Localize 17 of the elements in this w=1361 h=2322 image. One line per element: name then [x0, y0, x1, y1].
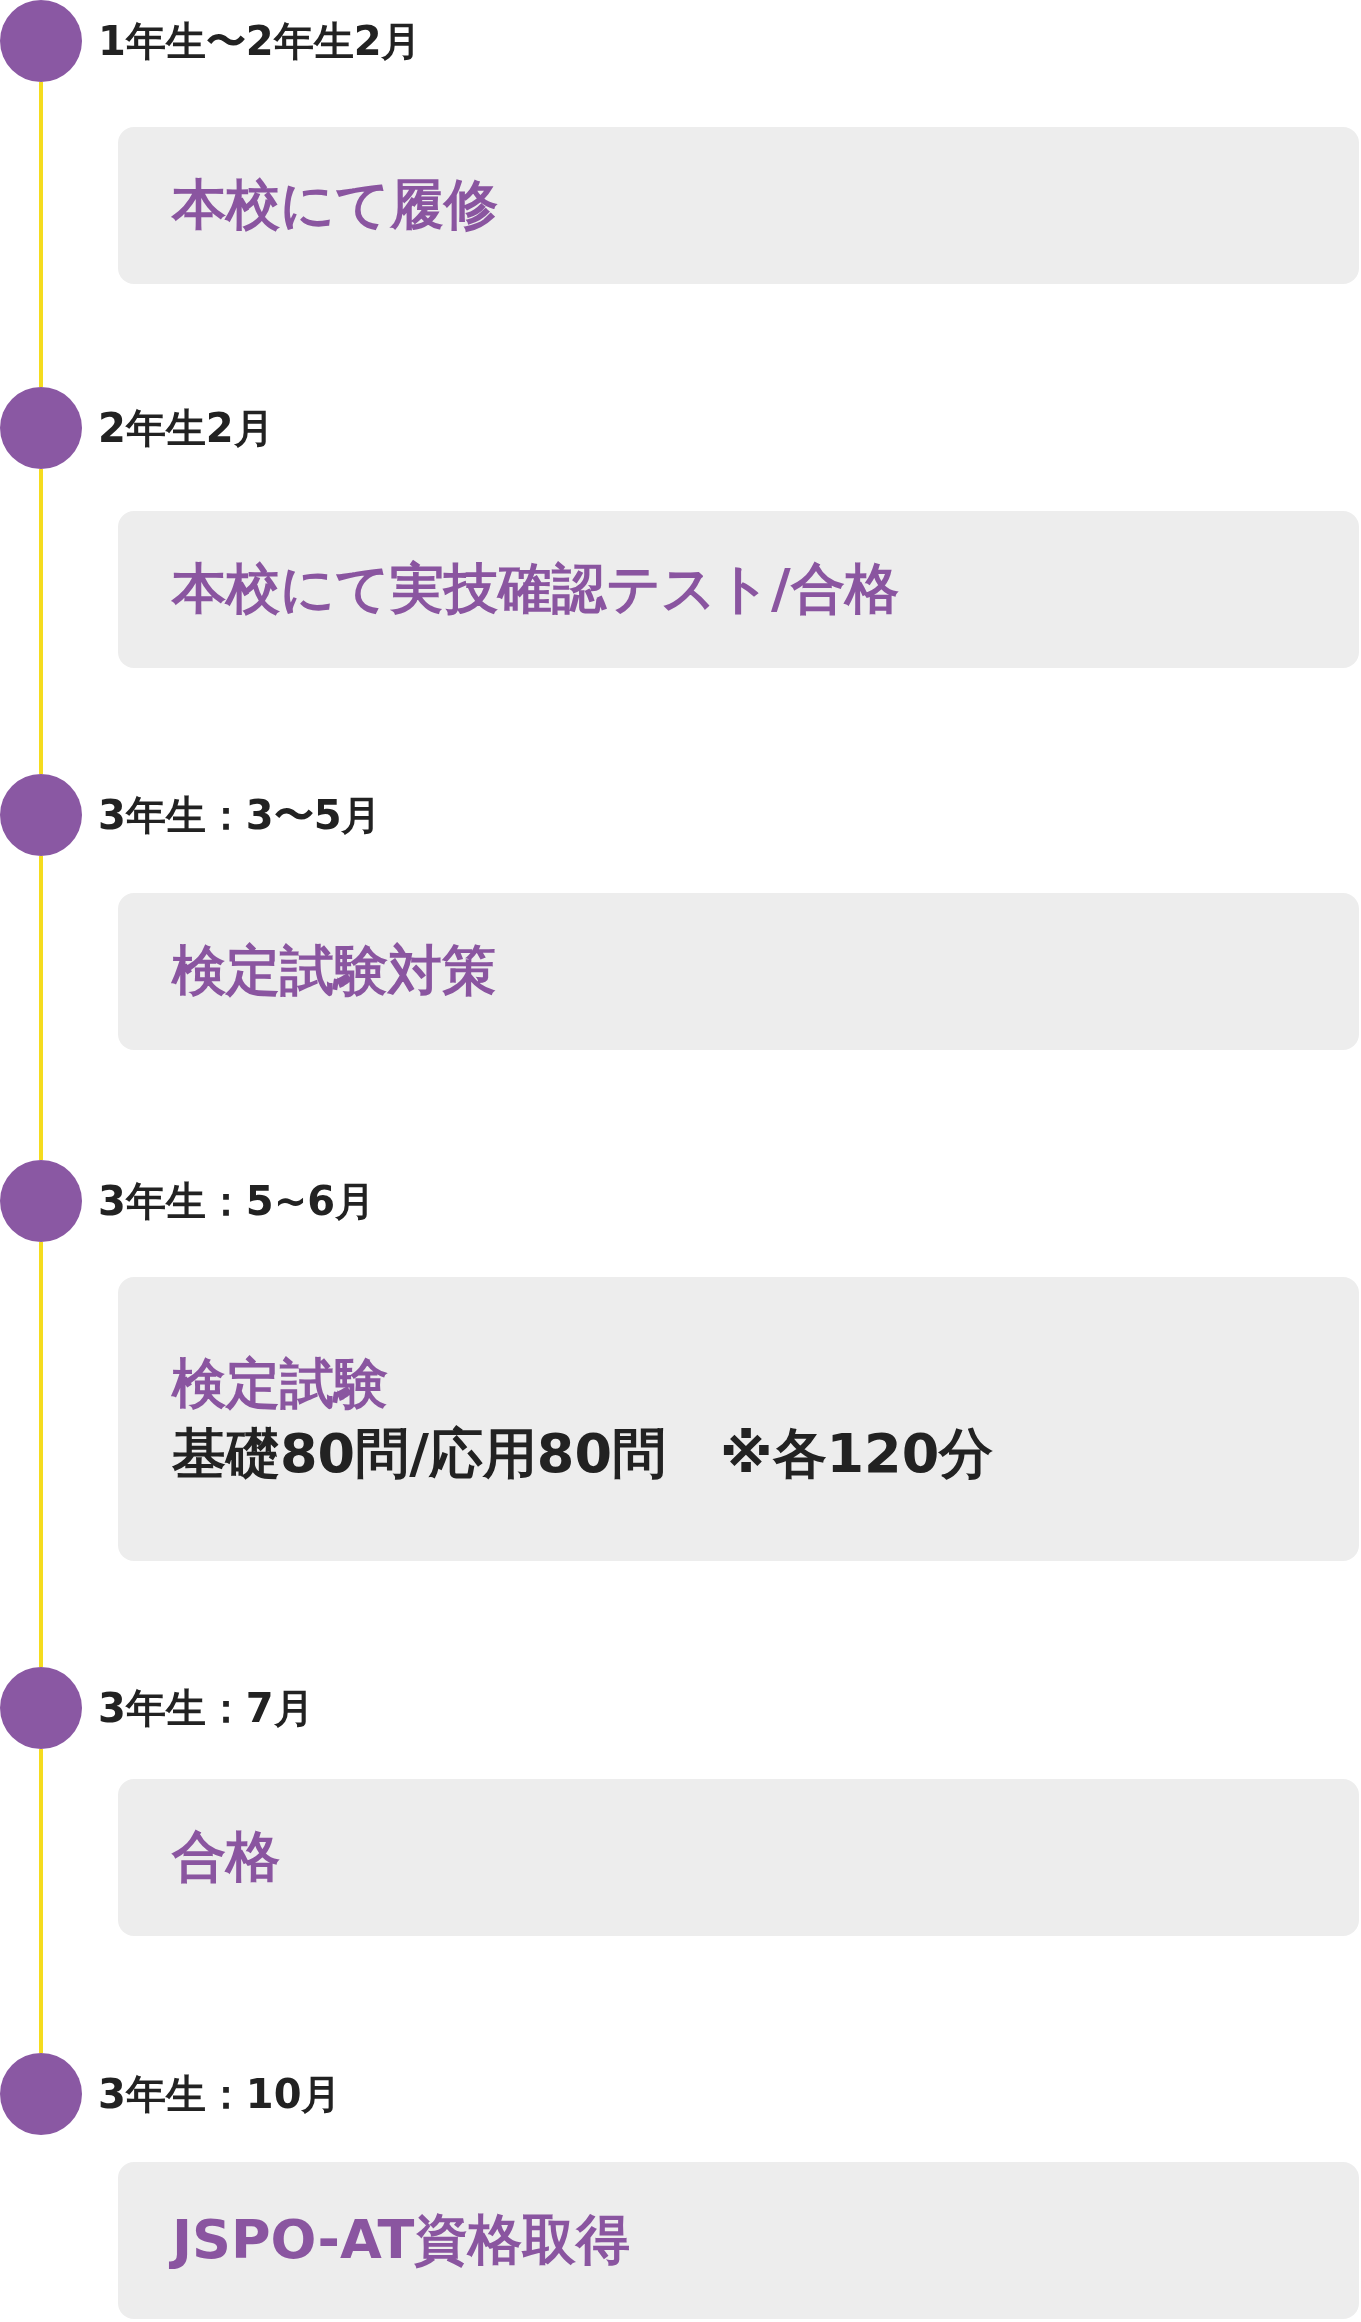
date-label: 3年生：5~6月	[98, 1181, 375, 1221]
date-label: 3年生：3〜5月	[98, 795, 382, 835]
date-label: 2年生2月	[98, 408, 274, 448]
step-title: 検定試験対策	[172, 938, 497, 1005]
timeline-line	[39, 469, 43, 774]
timeline-line	[39, 1242, 43, 1667]
timeline-line	[39, 856, 43, 1160]
date-label: 1年生〜2年生2月	[98, 21, 422, 61]
step-title: 本校にて実技確認テスト/合格	[172, 556, 900, 623]
step-title: 合格	[172, 1824, 281, 1891]
step-title: 検定試験	[172, 1350, 389, 1417]
step-title: 本校にて履修	[172, 172, 499, 239]
date-label: 3年生：10月	[98, 2074, 342, 2114]
step-detail: 基礎80問/応用80問 ※各120分	[172, 1421, 995, 1487]
date-label: 3年生：7月	[98, 1688, 314, 1728]
timeline-line	[39, 1749, 43, 2053]
timeline-line	[39, 82, 43, 387]
